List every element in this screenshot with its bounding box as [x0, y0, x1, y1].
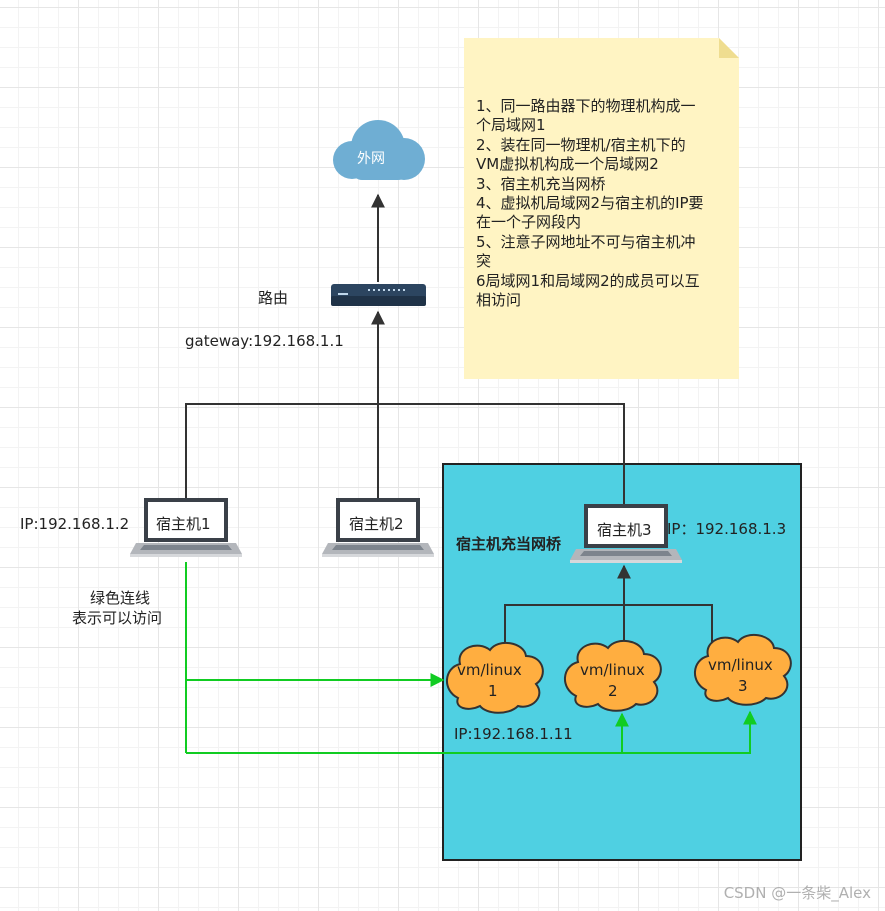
host1-label: 宿主机1 — [156, 515, 211, 533]
green-note-line2: 表示可以访问 — [72, 609, 163, 627]
host3-link — [378, 403, 625, 506]
green-link-vm3 — [622, 710, 757, 754]
host1-ip-label: IP:192.168.1.2 — [20, 515, 130, 533]
note-line: 相访问 — [476, 291, 522, 310]
host3-ip-label: IP：192.168.1.3 — [667, 520, 787, 538]
router-icon — [331, 284, 426, 306]
vm-bus — [504, 604, 713, 650]
note-text: 1、同一路由器下的物理机构成一 个局域网1 2、装在同一物理机/宿主机下的 VM… — [476, 97, 736, 310]
vm1-label-line1: vm/linux — [457, 661, 522, 679]
note-line: 在一个子网段内 — [476, 213, 582, 232]
vm2-label-line1: vm/linux — [580, 661, 645, 679]
note-line: 个局域网1 — [476, 116, 546, 135]
vm3-label-line1: vm/linux — [708, 656, 773, 674]
host1-link — [185, 403, 378, 500]
gateway-label: gateway:192.168.1.1 — [185, 332, 344, 350]
note-line: 1、同一路由器下的物理机构成一 — [476, 97, 696, 115]
vm1-cloud-icon — [446, 641, 544, 714]
vm2-cloud-icon — [564, 639, 662, 712]
sticky-note — [464, 38, 739, 379]
internet-cloud-icon — [333, 120, 425, 180]
router-label: 路由 — [258, 289, 289, 307]
note-line: 6局域网1和局域网2的成员可以互 — [476, 271, 700, 290]
vm1-ip-label: IP:192.168.1.11 — [454, 725, 573, 743]
note-line: 突 — [476, 252, 492, 271]
green-note-line1: 绿色连线 — [90, 589, 151, 607]
note-line: VM虚拟机构成一个局域网2 — [476, 155, 659, 174]
vm3-label-line2: 3 — [738, 677, 748, 695]
note-line: 4、虚拟机局域网2与宿主机的IP要 — [476, 194, 704, 213]
vm3-cloud-icon — [694, 633, 792, 706]
host2-label: 宿主机2 — [349, 515, 404, 533]
host3-label: 宿主机3 — [597, 521, 652, 539]
internet-label: 外网 — [357, 151, 385, 167]
bridge-title: 宿主机充当网桥 — [456, 535, 562, 553]
vm1-label-line2: 1 — [488, 682, 498, 700]
note-line: 2、装在同一物理机/宿主机下的 — [476, 135, 686, 154]
watermark: CSDN @一条柴_Alex — [723, 884, 871, 902]
note-line: 3、宿主机充当网桥 — [476, 174, 606, 193]
note-line: 5、注意子网地址不可与宿主机冲 — [476, 232, 696, 251]
vm2-label-line2: 2 — [608, 682, 618, 700]
